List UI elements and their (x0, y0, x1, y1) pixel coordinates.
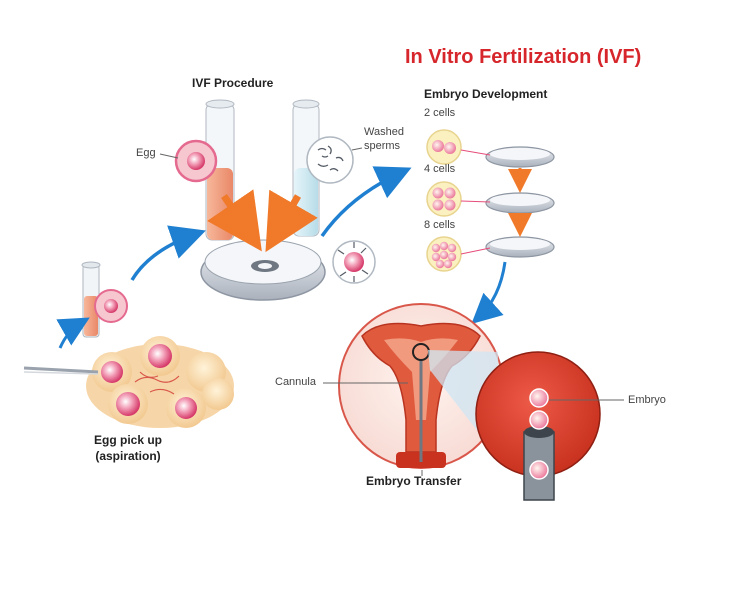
egg-cell (148, 344, 172, 368)
ivf-procedure-label: IVF Procedure (192, 76, 274, 90)
cells-4-label: 4 cells (424, 163, 456, 175)
washed-sperms-label: Washed sperms (364, 126, 404, 152)
sperm-into-dish-arrow (265, 189, 318, 253)
fertilized-egg-magnified (332, 240, 376, 284)
embryo-transfer-label: Embryo Transfer (366, 474, 462, 488)
aspiration-needle (23, 366, 99, 374)
egg-test-tube (174, 99, 235, 241)
egg-label: Egg (136, 147, 156, 159)
egg-cell (101, 361, 123, 383)
cells-2-label: 2 cells (424, 107, 456, 119)
arrow-to-procedure (130, 225, 206, 281)
arrow-to-development (320, 166, 412, 238)
egg-pick-up-label: Egg pick up (aspiration) (94, 433, 163, 463)
collection-tube (81, 261, 128, 338)
egg-cell (116, 392, 140, 416)
embryo-label: Embryo (628, 394, 666, 406)
embryo-stage-2 (426, 129, 555, 168)
embryo-zoom (475, 351, 624, 501)
follicle (202, 378, 234, 410)
cannula-label: Cannula (275, 376, 316, 388)
washed-sperms-magnified (306, 136, 363, 184)
egg-cell (175, 397, 197, 419)
egg-into-dish-arrow (207, 189, 262, 252)
embryo-cell (529, 388, 549, 408)
embryo-cell (529, 410, 549, 430)
embryo-development-label: Embryo Development (424, 87, 548, 101)
embryo-stage-4 (426, 181, 555, 217)
cells-8-label: 8 cells (424, 219, 456, 231)
arrow-to-transfer (471, 261, 507, 325)
embryo-cell (529, 460, 549, 480)
ovary-group (23, 336, 234, 428)
arrow-to-collection (56, 317, 90, 349)
embryo-stage-8 (426, 236, 555, 272)
diagram-title: In Vitro Fertilization (IVF) (405, 46, 642, 68)
petri-dish-main (200, 239, 326, 301)
